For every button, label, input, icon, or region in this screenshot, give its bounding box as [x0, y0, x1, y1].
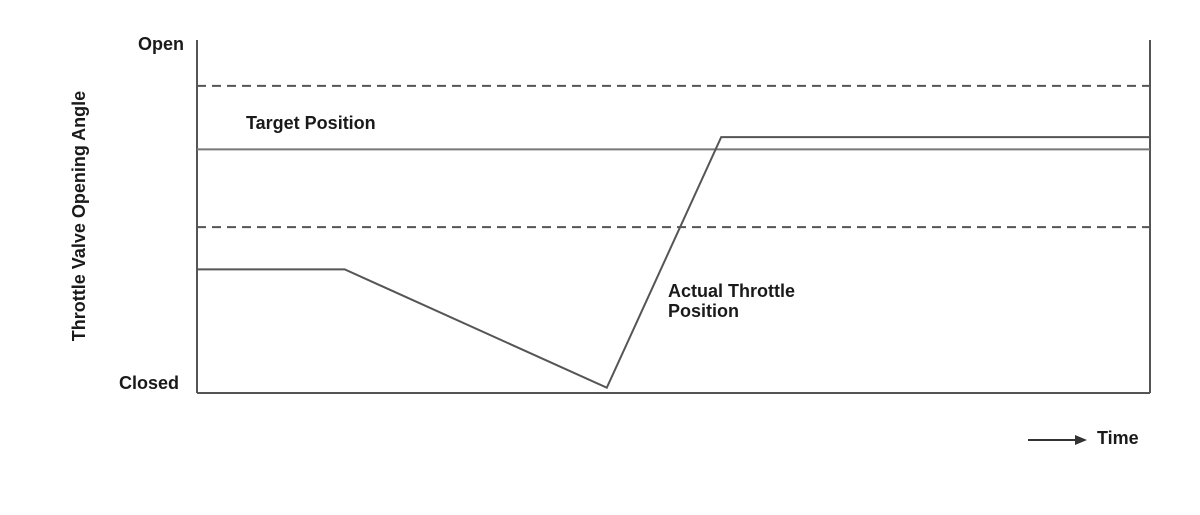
time-arrow [1028, 435, 1087, 445]
reference-lines [197, 84, 1150, 229]
series-label-actual: Actual Throttle Position [668, 281, 800, 321]
y-tick-closed: Closed [119, 373, 179, 393]
series-lines [197, 136, 1150, 390]
series-label-target: Target Position [246, 113, 376, 133]
actual-throttle-position-line [197, 136, 1150, 390]
x-axis-label: Time [1097, 428, 1139, 448]
axes [196, 40, 1151, 394]
y-axis-label: Throttle Valve Opening Angle [69, 91, 89, 341]
y-tick-open: Open [138, 34, 184, 54]
